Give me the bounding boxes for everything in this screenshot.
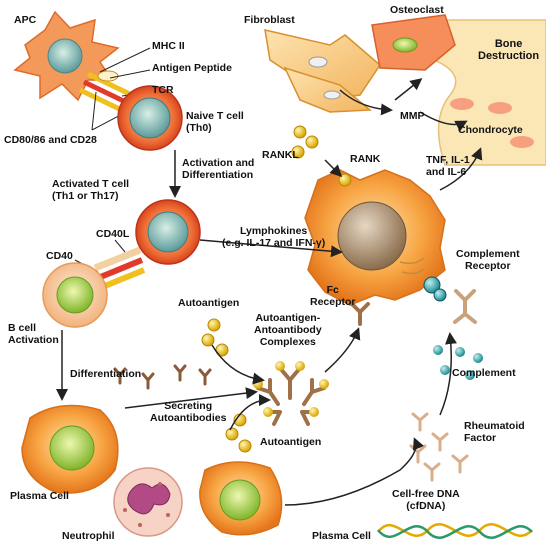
label-bone-destruction: Bone Destruction — [478, 38, 540, 62]
macrophage-cell — [304, 169, 446, 306]
label-bcell-activation: B cell Activation — [8, 322, 59, 346]
label-differentiation: Differentiation — [70, 368, 142, 380]
flow-arrows — [124, 78, 483, 506]
label-fibroblast: Fibroblast — [244, 14, 295, 26]
label-tnf: TNF, IL-1 and IL-6 — [426, 154, 470, 178]
label-fc-receptor: Fc Receptor — [310, 284, 356, 308]
label-lymphokines: Lymphokines (e.g. IL-17 and IFN-γ) — [222, 225, 326, 249]
complement-receptor-complex — [453, 289, 477, 324]
label-apc: APC — [14, 14, 37, 26]
rheumatoid-factor-cluster — [409, 412, 469, 482]
free-antibodies — [113, 364, 212, 390]
label-autoantigen-bottom: Autoantigen — [260, 436, 322, 448]
plasma-cell-left — [21, 404, 119, 494]
naive-t-cell — [117, 85, 183, 151]
label-autoantigen-top: Autoantigen — [178, 297, 240, 309]
label-rank: RANK — [350, 153, 381, 165]
label-plasma-bottom: Plasma Cell — [312, 530, 371, 542]
complement-receptor-shape — [423, 276, 447, 302]
bone-tissue — [419, 19, 546, 166]
cd40-synapse — [93, 246, 146, 291]
label-osteoclast: Osteoclast — [390, 4, 444, 16]
label-rankl: RANKL — [262, 149, 299, 161]
label-secreting: Secreting Autoantibodies — [150, 400, 227, 424]
fibroblast-cells — [264, 29, 381, 113]
label-cd80: CD80/86 and CD28 — [4, 134, 97, 146]
label-plasma-left: Plasma Cell — [10, 490, 69, 502]
fc-receptor-antibody — [350, 302, 370, 326]
label-cfdna: Cell-free DNA (cfDNA) — [392, 488, 460, 512]
label-mmp: MMP — [400, 110, 425, 122]
label-complement-receptor: Complement Receptor — [456, 248, 520, 272]
dna-helix — [377, 523, 533, 539]
autoantigen-top-balls — [201, 318, 229, 357]
label-rheumatoid: Rheumatoid Factor — [464, 420, 525, 444]
label-complement: Complement — [452, 367, 516, 379]
label-activated-t: Activated T cell (Th1 or Th17) — [52, 178, 130, 202]
label-complexes: Autoantigen- Antoantibody Complexes — [254, 312, 322, 348]
label-mhc2: MHC II — [152, 40, 185, 52]
rankl-molecules — [291, 125, 352, 187]
plasma-cell-bottom — [199, 461, 283, 536]
neutrophil-cell — [113, 467, 183, 537]
osteoclast-cell — [371, 14, 456, 71]
label-tcr: TCR — [152, 84, 174, 96]
label-activation: Activation and Differentiation — [182, 157, 255, 181]
complement-molecules — [433, 345, 483, 380]
label-naive-t: Naive T cell (Th0) — [186, 110, 244, 134]
autoantigen-bottom-balls — [225, 413, 252, 453]
label-cd40: CD40 — [46, 250, 73, 262]
label-antigen-peptide: Antigen Peptide — [152, 62, 232, 74]
label-cd40l: CD40L — [96, 228, 130, 240]
label-chondrocyte: Chondrocyte — [458, 124, 523, 136]
b-cell — [42, 262, 108, 328]
label-neutrophil: Neutrophil — [62, 530, 115, 542]
activated-t-cell — [135, 199, 201, 265]
